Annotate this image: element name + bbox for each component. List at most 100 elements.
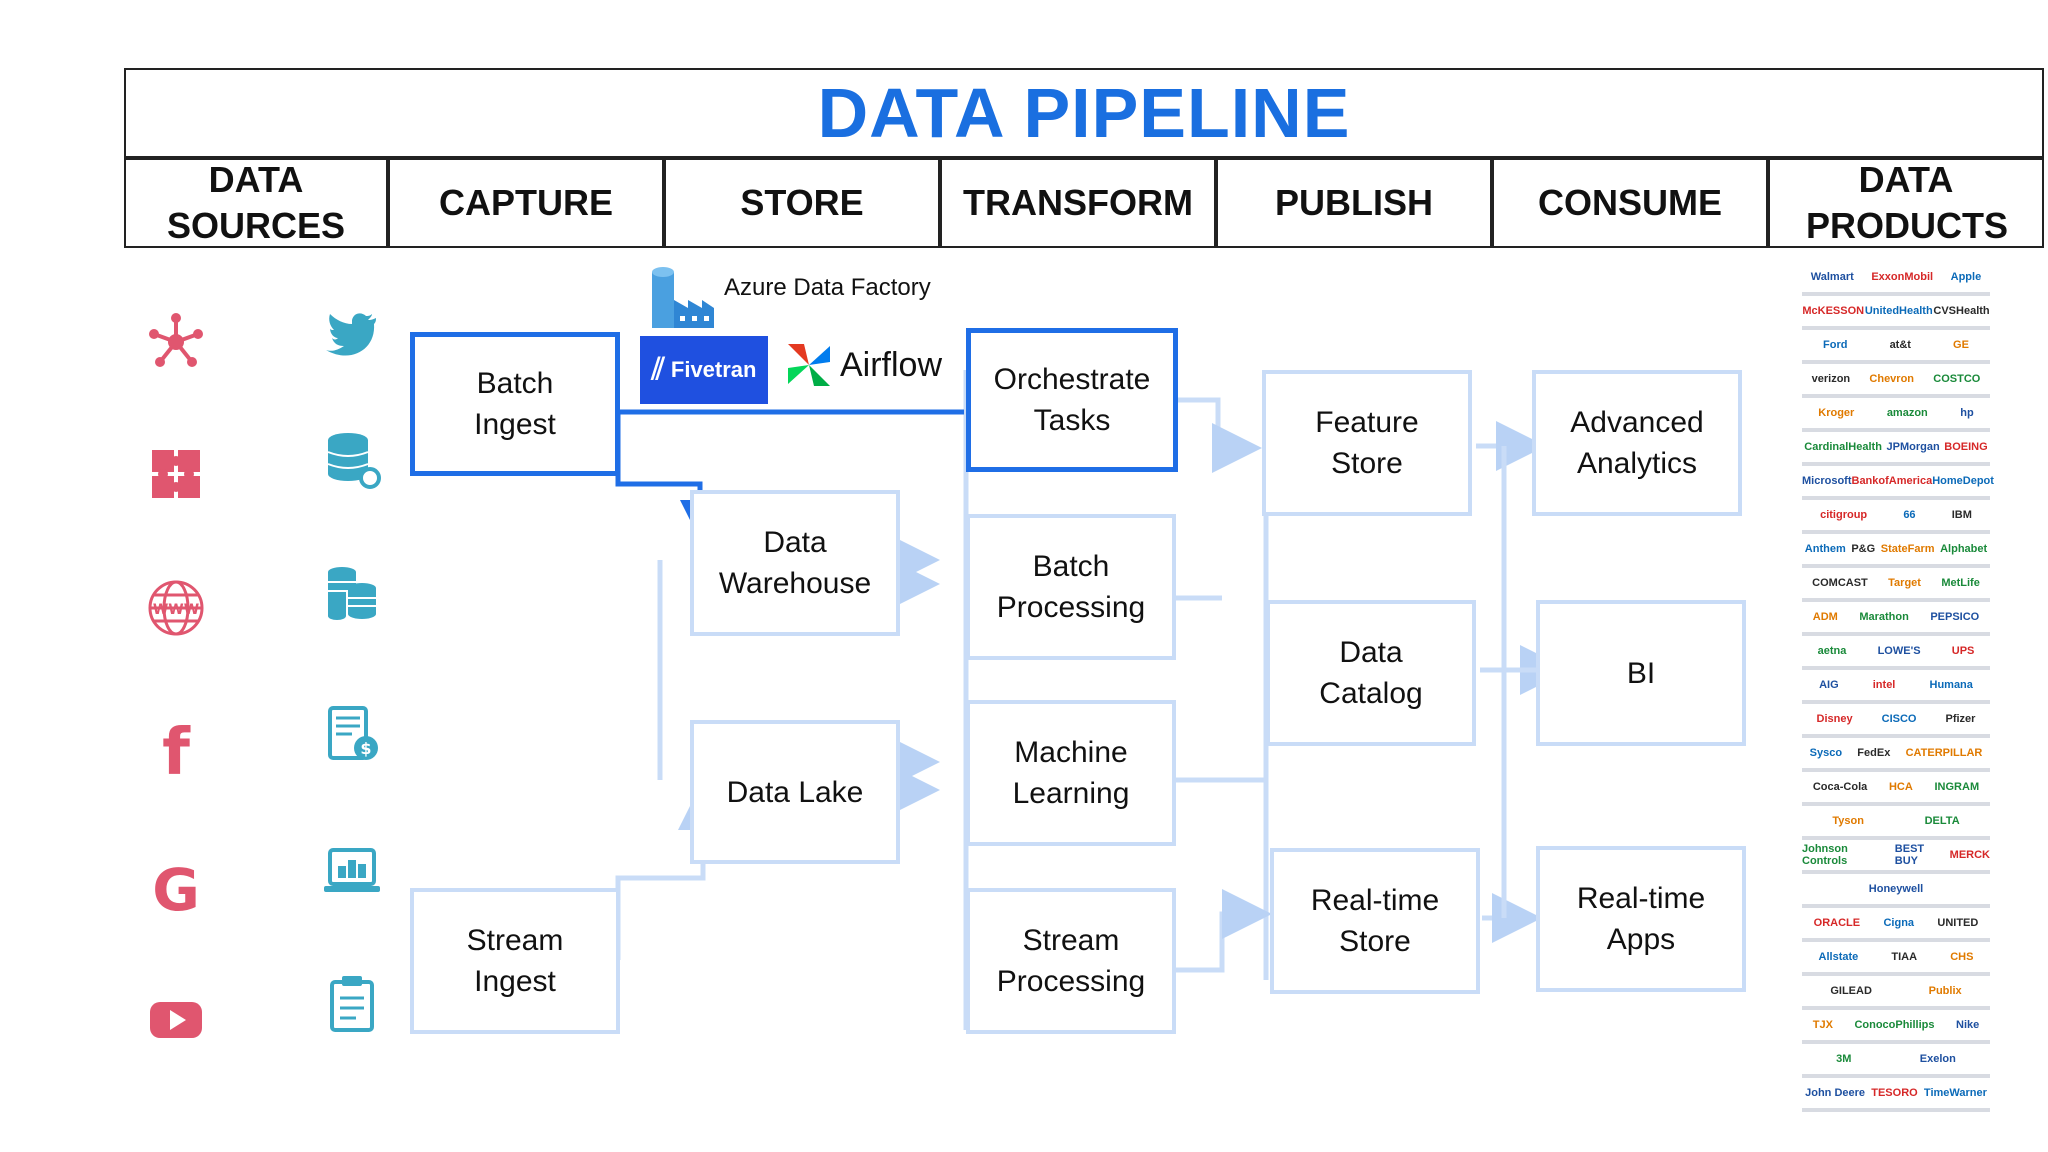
- azure-data-factory-logo: Azure Data Factory: [648, 260, 931, 332]
- company-logo: UnitedHealth: [1864, 305, 1933, 317]
- company-logo: Publix: [1928, 985, 1962, 997]
- company-logo: aetna: [1817, 645, 1847, 657]
- company-logo: GE: [1953, 339, 1969, 351]
- node-stream-ingest: Stream Ingest: [410, 888, 620, 1034]
- youtube-icon: [150, 1002, 202, 1038]
- company-logo: COSTCO: [1933, 373, 1981, 385]
- company-logo: hp: [1960, 407, 1974, 419]
- company-logo: Target: [1888, 577, 1921, 589]
- company-logo: TIAA: [1891, 951, 1918, 963]
- puzzle-icon: [152, 450, 200, 498]
- company-logo: Kroger: [1818, 407, 1855, 419]
- company-logo: TimeWarner: [1923, 1087, 1987, 1099]
- logo-row: 3M Exelon: [1802, 1044, 1990, 1074]
- company-logo: ADM: [1812, 611, 1838, 623]
- company-logo: TESORO: [1871, 1087, 1918, 1099]
- company-logo: BankofAmerica: [1851, 475, 1933, 487]
- company-logo: Allstate: [1818, 951, 1859, 963]
- node-data-catalog: Data Catalog: [1266, 600, 1476, 746]
- node-advanced-analytics: Advanced Analytics: [1532, 370, 1742, 516]
- fivetran-logo: ⫽ Fivetran: [640, 336, 768, 404]
- clipboard-icon: [330, 976, 374, 1032]
- company-logo: Anthem: [1804, 543, 1846, 555]
- company-logo: Humana: [1929, 679, 1973, 691]
- fivetran-label: Fivetran: [670, 357, 757, 382]
- invoice-icon: $: [328, 706, 378, 760]
- company-logo: 66: [1903, 509, 1916, 521]
- logo-row: Disney CISCO Pfizer: [1802, 704, 1990, 734]
- logo-row: ADM Marathon PEPSICO: [1802, 602, 1990, 632]
- company-logo: Disney: [1816, 713, 1853, 725]
- svg-text:WWW: WWW: [153, 602, 199, 618]
- company-logo: LOWE'S: [1877, 645, 1921, 657]
- node-orchestrate-tasks: Orchestrate Tasks: [966, 328, 1178, 472]
- database-gear-icon: [327, 433, 381, 489]
- company-logo: intel: [1872, 679, 1896, 691]
- company-logo: Walmart: [1810, 271, 1854, 283]
- company-logo: IBM: [1951, 509, 1972, 521]
- company-logo: BEST BUY: [1894, 843, 1925, 867]
- airflow-logo: Airflow: [784, 340, 942, 390]
- logo-row: Allstate TIAA CHS: [1802, 942, 1990, 972]
- company-logo: 3M: [1836, 1053, 1852, 1065]
- company-logo: Microsoft: [1802, 475, 1852, 487]
- facebook-icon: f: [162, 718, 191, 778]
- company-logo: Cigna: [1883, 917, 1915, 929]
- company-logo: P&G: [1851, 543, 1876, 555]
- company-logo: CardinalHealth: [1804, 441, 1882, 453]
- company-logo: PEPSICO: [1930, 611, 1980, 623]
- google-icon: G: [152, 856, 200, 916]
- svg-text:G: G: [152, 856, 200, 916]
- company-logo: Alphabet: [1940, 543, 1988, 555]
- svg-text:$: $: [360, 739, 371, 758]
- company-logo: CISCO: [1881, 713, 1917, 725]
- company-logo: Honeywell: [1868, 883, 1924, 895]
- column-header-publish: PUBLISH: [1216, 158, 1492, 248]
- node-data-lake: Data Lake: [690, 720, 900, 864]
- company-logo: Chevron: [1869, 373, 1915, 385]
- column-header-capture: CAPTURE: [388, 158, 664, 248]
- company-logo: Johnson Controls: [1802, 843, 1848, 867]
- company-logo: citigroup: [1820, 509, 1868, 521]
- company-logo: Ford: [1823, 339, 1848, 351]
- fivetran-icon: ⫽: [651, 353, 665, 386]
- azure-factory-icon: [652, 267, 714, 328]
- company-logo: JPMorgan: [1886, 441, 1940, 453]
- company-logo: BOEING: [1944, 441, 1988, 453]
- company-logo: TJX: [1812, 1019, 1833, 1031]
- logo-row: AIG intel Humana: [1802, 670, 1990, 700]
- company-logo: Marathon: [1859, 611, 1909, 623]
- diagram-title-box: DATA PIPELINE: [124, 68, 2044, 158]
- laptop-data-icon: [324, 848, 380, 892]
- globe-icon: WWW: [148, 580, 204, 636]
- company-logo: GILEAD: [1830, 985, 1872, 997]
- company-logo: UNITED: [1937, 917, 1979, 929]
- network-icon: [149, 313, 203, 367]
- company-logo: FedEx: [1857, 747, 1891, 759]
- company-logo: Exelon: [1919, 1053, 1956, 1065]
- company-logo: ExxonMobil: [1871, 271, 1934, 283]
- company-logo: Pfizer: [1945, 713, 1976, 725]
- node-realtime-store: Real-time Store: [1270, 848, 1480, 994]
- column-header-transform: TRANSFORM: [940, 158, 1216, 248]
- company-logo: COMCAST: [1812, 577, 1868, 589]
- company-logo: Nike: [1956, 1019, 1980, 1031]
- node-realtime-apps: Real-time Apps: [1536, 846, 1746, 992]
- company-logo: CHS: [1950, 951, 1974, 963]
- column-header-data-products: DATA PRODUCTS: [1768, 158, 2044, 248]
- node-batch-ingest: Batch Ingest: [410, 332, 620, 476]
- column-header-consume: CONSUME: [1492, 158, 1768, 248]
- company-logo: AIG: [1819, 679, 1839, 691]
- node-data-warehouse: Data Warehouse: [690, 490, 900, 636]
